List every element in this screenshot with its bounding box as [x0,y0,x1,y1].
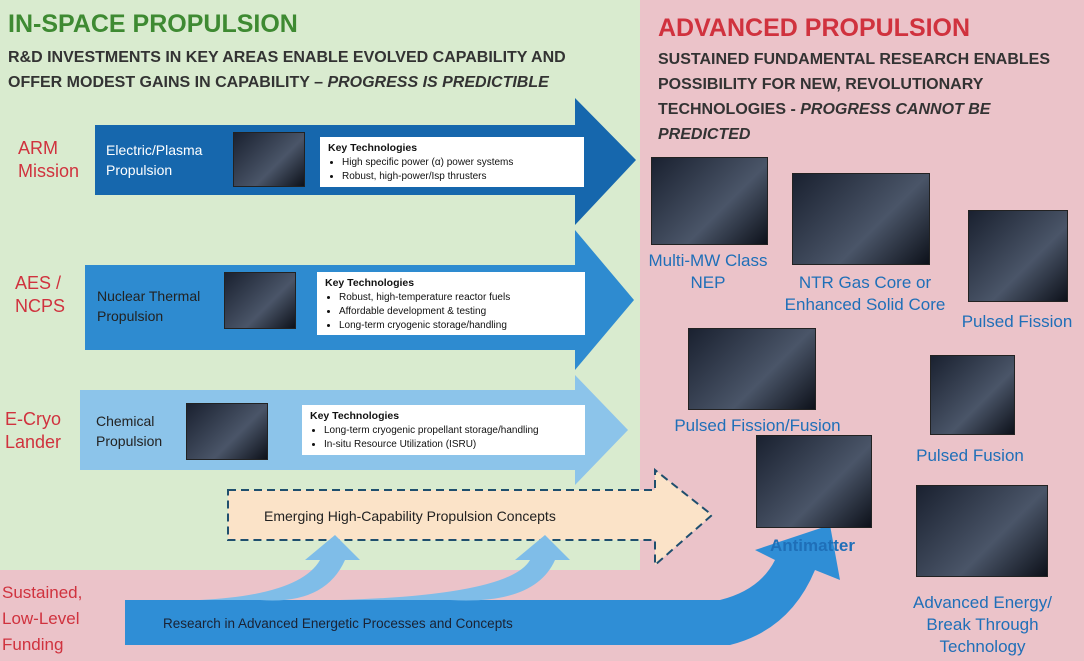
arrow-emerging [227,467,714,568]
up-arrow-2 [340,535,570,601]
left-subtitle-line2: OFFER MODEST GAINS IN CAPABILITY – [8,74,328,91]
advanced-energy-image [916,485,1048,577]
emerging-concepts-label: Emerging High-Capability Propulsion Conc… [264,508,556,524]
concept-pulsed-fission: Pulsed Fission [961,312,1073,331]
right-title: ADVANCED PROPULSION [658,14,971,42]
up-arrow-1 [200,535,360,601]
left-title: IN-SPACE PROPULSION [8,10,298,38]
right-subtitle-line3: TECHNOLOGIES - [658,101,801,118]
left-subtitle: R&D INVESTMENTS IN KEY AREAS ENABLE EVOL… [8,45,566,95]
research-arrow [125,525,840,645]
pulsed-fission-fusion-image [688,328,816,410]
right-subtitle-line2: POSSIBILITY FOR NEW, REVOLUTIONARY [658,76,984,93]
antimatter-image [756,435,872,528]
pulsed-fusion-image [930,355,1015,435]
concept-pulsed-fusion: Pulsed Fusion [916,446,1024,465]
ntr-image [792,173,930,265]
concept-antimatter: Antimatter [769,536,855,555]
key-technologies-chemical: Key TechnologiesLong-term cryogenic prop… [302,405,585,455]
right-subtitle: SUSTAINED FUNDAMENTAL RESEARCH ENABLES P… [658,47,1050,147]
spacecraft-image [233,132,305,187]
nuclear-rocket-image [224,272,296,329]
mission-aes-ncps: AES /NCPS [15,273,66,316]
right-subtitle-em2: PREDICTED [658,126,751,143]
right-subtitle-line1: SUSTAINED FUNDAMENTAL RESEARCH ENABLES [658,51,1051,68]
nep-image [651,157,768,245]
research-label: Research in Advanced Energetic Processes… [163,616,513,631]
left-subtitle-line1: R&D INVESTMENTS IN KEY AREAS ENABLE EVOL… [8,49,566,66]
chemical-rocket-image [186,403,268,460]
key-technologies-nuclear: Key TechnologiesRobust, high-temperature… [317,272,585,335]
left-subtitle-em: PROGRESS IS PREDICTIBLE [327,74,549,91]
right-subtitle-em1: PROGRESS CANNOT BE [800,101,991,118]
concept-pulsed-fission-fusion: Pulsed Fission/Fusion [674,416,841,435]
pulsed-fission-image [968,210,1068,302]
key-technologies-electric: Key TechnologiesHigh specific power (α) … [320,137,584,187]
